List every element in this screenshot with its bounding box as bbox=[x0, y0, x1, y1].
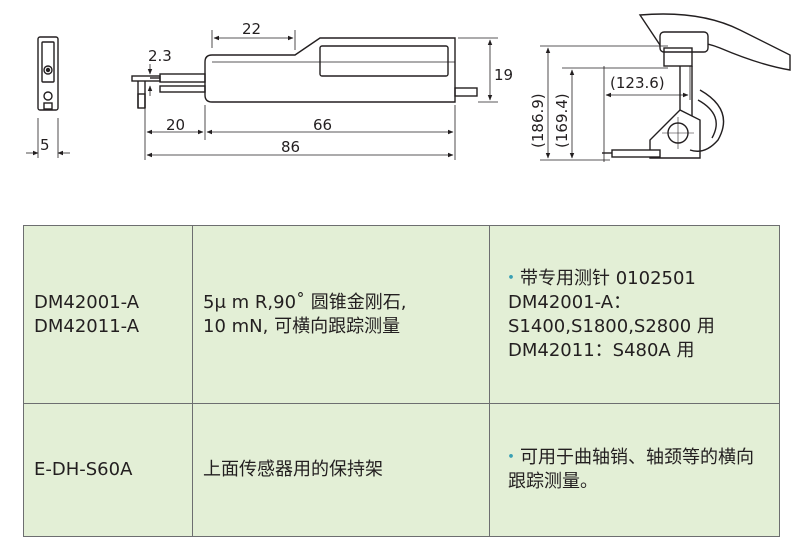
description-line: 10 mN, 可横向跟踪测量 bbox=[203, 315, 401, 337]
note-line: DM42011：S480A 用 bbox=[508, 339, 695, 361]
note-line: 跟踪测量。 bbox=[508, 471, 598, 492]
probe-side-view bbox=[26, 36, 70, 158]
dim-holder-height-total: (186.9) bbox=[529, 93, 547, 148]
note-line: 带专用测针 0102501 bbox=[520, 267, 696, 289]
model-number: DM42011-A bbox=[34, 315, 140, 337]
dim-top-len: 22 bbox=[242, 20, 261, 38]
note-line: DM42001-A： bbox=[508, 291, 632, 313]
dim-width-side: 5 bbox=[40, 136, 50, 154]
dim-holder-width: (123.6) bbox=[610, 74, 665, 92]
description-cell: 5μ m R,90˚ 圆锥金刚石, 10 mN, 可横向跟踪测量 bbox=[192, 225, 490, 404]
dim-stylus-len: 20 bbox=[166, 116, 185, 134]
description-line: 5μ m R,90˚ 圆锥金刚石, bbox=[203, 291, 407, 313]
probe-front-view bbox=[131, 30, 498, 160]
description-line: 上面传感器用的保持架 bbox=[203, 459, 383, 480]
model-number: E-DH-S60A bbox=[34, 459, 133, 480]
dim-body-len: 66 bbox=[313, 116, 332, 134]
dim-holder-height-inner: (169.4) bbox=[553, 93, 571, 148]
dim-height: 19 bbox=[494, 66, 513, 84]
model-cell: DM42001-A DM42011-A bbox=[23, 225, 193, 404]
table-row: DM42001-A DM42011-A 5μ m R,90˚ 圆锥金刚石, 10… bbox=[23, 225, 780, 404]
note-line: S1400,S1800,S2800 用 bbox=[508, 315, 715, 337]
dim-total-len: 86 bbox=[281, 138, 300, 156]
model-number: DM42001-A bbox=[34, 291, 140, 313]
model-cell: E-DH-S60A bbox=[23, 403, 193, 537]
table-row: E-DH-S60A 上面传感器用的保持架 ・可用于曲轴销、轴颈等的横向 跟踪测量… bbox=[23, 403, 780, 537]
bullet-marker: ・ bbox=[502, 267, 520, 289]
note-line: 可用于曲轴销、轴颈等的横向 bbox=[520, 447, 754, 468]
note-cell: ・带专用测针 0102501 DM42001-A： S1400,S1800,S2… bbox=[489, 225, 780, 404]
holder-view bbox=[540, 13, 791, 162]
dim-tip-height: 2.3 bbox=[148, 47, 172, 65]
accessory-spec-table: DM42001-A DM42011-A 5μ m R,90˚ 圆锥金刚石, 10… bbox=[23, 225, 780, 537]
note-cell: ・可用于曲轴销、轴颈等的横向 跟踪测量。 bbox=[489, 403, 780, 537]
bullet-marker: ・ bbox=[502, 447, 520, 468]
description-cell: 上面传感器用的保持架 bbox=[192, 403, 490, 537]
technical-drawing: 5 22 2.3 20 66 86 19 (123.6) (186.9) (16… bbox=[0, 0, 800, 210]
